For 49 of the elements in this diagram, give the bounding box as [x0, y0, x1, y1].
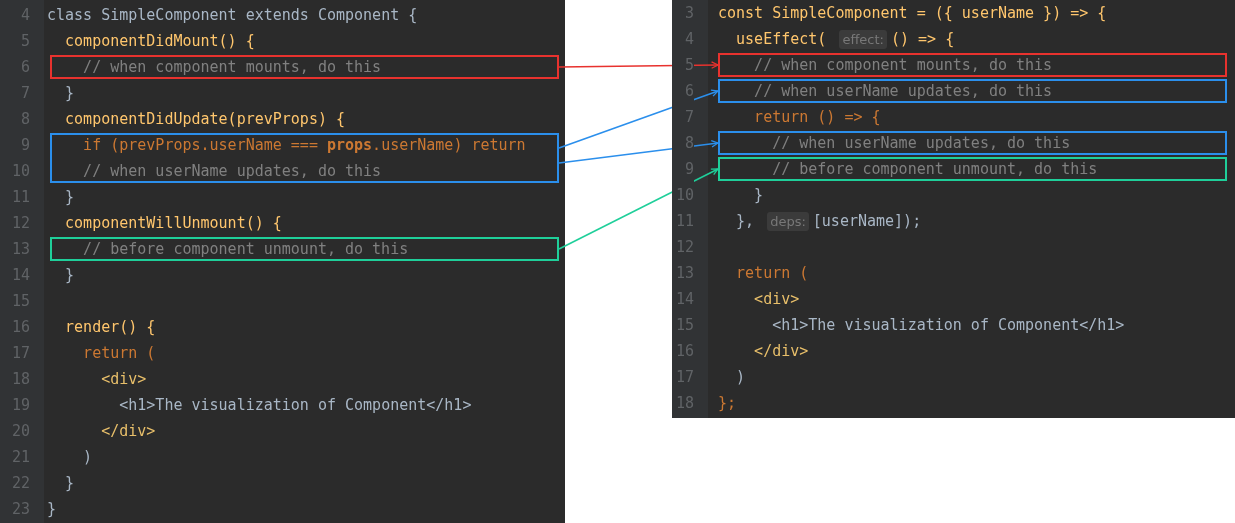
code-line: render() {: [65, 317, 156, 338]
parameter-hint: deps:: [767, 212, 809, 231]
code-comment: // when component mounts, do this: [754, 55, 1053, 76]
code-line: [userName]);: [812, 211, 922, 232]
parameter-hint: effect:: [839, 30, 887, 49]
code-comment: // before component unmount, do this: [83, 239, 409, 260]
code-line: }: [65, 473, 75, 494]
code-line: return (: [736, 263, 809, 284]
highlight-box: [50, 133, 559, 183]
code-line: }: [65, 187, 75, 208]
arrow: [558, 61, 719, 69]
code-line: ): [736, 367, 746, 388]
highlight-box: [718, 157, 1227, 181]
code-line: componentDidUpdate(prevProps) {: [65, 109, 345, 130]
code-line: ): [83, 447, 93, 468]
code-line: }: [65, 83, 75, 104]
code-line: <h1>The visualization of Component</h1>: [772, 315, 1125, 336]
code-comment: // when userName updates, do this: [754, 81, 1053, 102]
code-comment: // before component unmount, do this: [772, 159, 1098, 180]
code-line: componentWillUnmount() {: [65, 213, 282, 234]
code-line: if (prevProps.userName === props.userName) return: [83, 135, 526, 156]
code-line: </div>: [754, 341, 809, 362]
code-comment: // when userName updates, do this: [83, 161, 382, 182]
code-line: <h1>The visualization of Component</h1>: [119, 395, 472, 416]
code-line: },: [736, 211, 755, 232]
code-line: }: [47, 499, 57, 520]
highlight-box: [718, 79, 1227, 103]
highlight-box: [50, 237, 559, 261]
code-line: }: [754, 185, 764, 206]
code-line: <div>: [754, 289, 800, 310]
highlight-box: [718, 131, 1227, 155]
code-line: <div>: [101, 369, 147, 390]
arrow: [558, 89, 719, 149]
code-line: class SimpleComponent extends Component {: [47, 5, 418, 26]
code-line: return () => {: [754, 107, 881, 128]
code-comment: // when userName updates, do this: [772, 133, 1071, 154]
code-line: useEffect(: [736, 29, 827, 50]
code-line: }: [65, 265, 75, 286]
code-line: const SimpleComponent = ({ userName }) => {: [718, 3, 1107, 24]
code-line: </div>: [101, 421, 156, 442]
arrow: [558, 140, 719, 164]
code-line: () => {: [890, 29, 955, 50]
code-line: };: [718, 393, 737, 414]
highlight-box: [50, 55, 559, 79]
highlight-box: [718, 53, 1227, 77]
arrow: [558, 168, 719, 250]
code-comment: // when component mounts, do this: [83, 57, 382, 78]
code-line: return (: [83, 343, 156, 364]
code-line: componentDidMount() {: [65, 31, 255, 52]
